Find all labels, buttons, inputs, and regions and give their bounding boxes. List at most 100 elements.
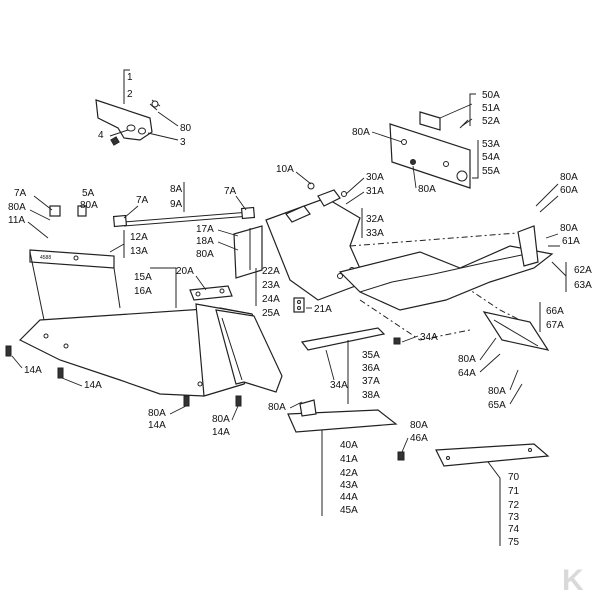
- label-8A: 8A: [170, 184, 183, 195]
- label-51A: 51A: [482, 103, 500, 114]
- label-75: 75: [508, 537, 520, 548]
- label-14A-d: 14A: [212, 427, 230, 438]
- label-10A: 10A: [276, 164, 294, 175]
- label-62A: 62A: [574, 265, 592, 276]
- landside-bracket: [300, 327, 401, 351]
- label-20A: 20A: [176, 266, 194, 277]
- label-80A-s3: 80A: [268, 402, 286, 413]
- label-74: 74: [508, 524, 520, 535]
- label-15A: 15A: [134, 272, 152, 283]
- label-30A: 30A: [366, 172, 384, 183]
- label-4: 4: [98, 130, 104, 141]
- label-31A: 31A: [366, 186, 384, 197]
- label-67A: 67A: [546, 320, 564, 331]
- label-7A-center: 7A: [136, 195, 149, 206]
- small-block-21A: [293, 297, 305, 313]
- assembly-path-c: [359, 299, 471, 341]
- callout-bracket-1-2: 1 2: [123, 69, 133, 104]
- label-32A: 32A: [366, 214, 384, 225]
- label-80A-s1: 80A: [148, 408, 166, 419]
- label-22A: 22A: [262, 266, 280, 277]
- label-80-top: 80: [180, 123, 192, 134]
- label-16A: 16A: [134, 286, 152, 297]
- label-73: 73: [508, 512, 520, 523]
- label-35A: 35A: [362, 350, 380, 361]
- label-80A-plate: 80A: [352, 127, 370, 138]
- label-80A-64: 80A: [458, 354, 476, 365]
- label-25A: 25A: [262, 308, 280, 319]
- label-80A-left-2: 80A: [80, 200, 98, 211]
- label-41A: 41A: [340, 454, 358, 465]
- label-2: 2: [127, 89, 133, 100]
- label-34A-mid: 34A: [330, 380, 348, 391]
- shin-plate: [215, 309, 283, 393]
- label-33A: 33A: [366, 228, 384, 239]
- label-70: 70: [508, 472, 520, 483]
- label-54A: 54A: [482, 152, 500, 163]
- label-80A-plate-2: 80A: [418, 184, 436, 195]
- label-52A: 52A: [482, 116, 500, 127]
- top-right-plate: [389, 111, 471, 189]
- label-18A: 18A: [196, 236, 214, 247]
- label-55A: 55A: [482, 166, 500, 177]
- label-40A: 40A: [340, 440, 358, 451]
- label-23A: 23A: [262, 280, 280, 291]
- label-50A: 50A: [482, 90, 500, 101]
- label-42A: 42A: [340, 468, 358, 479]
- logo-letter: K: [562, 564, 584, 597]
- label-80A-65: 80A: [488, 386, 506, 397]
- label-43A: 43A: [340, 480, 358, 491]
- small-link-20A: [189, 285, 233, 301]
- main-frame: [233, 182, 367, 301]
- label-80A-46: 80A: [410, 420, 428, 431]
- label-7A-right: 7A: [224, 186, 237, 197]
- label-72: 72: [508, 500, 520, 511]
- label-14A-b: 14A: [84, 380, 102, 391]
- label-65A: 65A: [488, 400, 506, 411]
- bolt-80A-s2: [235, 395, 242, 407]
- label-14A-a: 14A: [24, 365, 42, 376]
- label-80A-mid: 80A: [196, 249, 214, 260]
- top-left-bracket-part: [95, 99, 161, 146]
- right-strap: [482, 311, 550, 351]
- label-80A-right-2: 80A: [560, 223, 578, 234]
- label-21A: 21A: [314, 304, 332, 315]
- label-14A-c: 14A: [148, 420, 166, 431]
- label-11A: 11A: [8, 215, 25, 226]
- label-34A-right: 34A: [420, 332, 438, 343]
- label-80A-right-1: 80A: [560, 172, 578, 183]
- plate-stamp: 4588: [40, 255, 51, 261]
- label-60A: 60A: [560, 185, 578, 196]
- share-blade: [435, 443, 550, 467]
- label-45A: 45A: [340, 505, 358, 516]
- label-3: 3: [180, 137, 186, 148]
- label-7A-left: 7A: [14, 188, 27, 199]
- adjusting-rod: [112, 206, 256, 228]
- right-long-beam: [338, 225, 554, 311]
- label-61A: 61A: [562, 236, 580, 247]
- label-64A: 64A: [458, 368, 476, 379]
- label-80A-left-1: 80A: [8, 202, 26, 213]
- label-24A: 24A: [262, 294, 280, 305]
- label-37A: 37A: [362, 376, 380, 387]
- label-53A: 53A: [482, 139, 500, 150]
- label-38A: 38A: [362, 390, 380, 401]
- label-44A: 44A: [340, 492, 358, 503]
- bolt-80A-s1: [183, 395, 190, 407]
- label-12A: 12A: [130, 232, 148, 243]
- label-63A: 63A: [574, 280, 592, 291]
- bolt-14A-a: [5, 345, 12, 357]
- label-5A: 5A: [82, 188, 95, 199]
- label-17A: 17A: [196, 224, 214, 235]
- label-1: 1: [127, 72, 133, 83]
- landside-plate: [287, 399, 405, 461]
- label-36A: 36A: [362, 363, 380, 374]
- label-13A: 13A: [130, 246, 148, 257]
- left-upper-bar: 4588: [29, 205, 115, 269]
- brand-logo: K: [562, 564, 584, 597]
- label-71: 71: [508, 486, 520, 497]
- label-80A-s2: 80A: [212, 414, 230, 425]
- bolt-14A-b: [57, 367, 64, 379]
- label-46A: 46A: [410, 433, 428, 444]
